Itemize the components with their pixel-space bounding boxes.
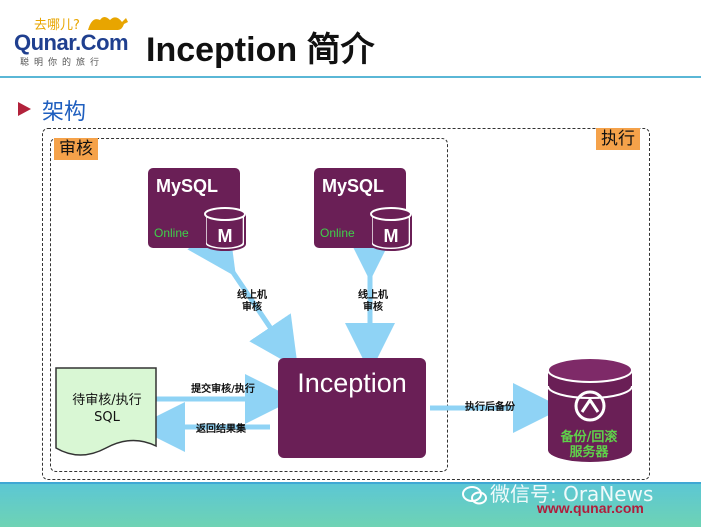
header-divider [0, 76, 701, 78]
edge-label-line: 审核 [242, 302, 262, 313]
exec-region [42, 128, 650, 480]
wechat-icon [462, 486, 487, 505]
logo-tagline: 去哪儿? [34, 18, 80, 33]
sql-document-icon [55, 367, 157, 456]
inception-node: Inception [278, 358, 426, 458]
edge-label-online-audit-1: 线上机 审核 [233, 290, 271, 314]
mysql-node-name: MySQL [156, 176, 219, 196]
edge-label-line: 线上机 [358, 290, 388, 301]
audit-region [50, 138, 448, 472]
arrow-mysql1-inception [187, 221, 298, 369]
page-title: Inception 简介 [146, 31, 375, 69]
edge-label-submit: 提交审核/执行 [191, 384, 255, 395]
mysql-node-1: MySQL Online M [148, 168, 246, 251]
sql-document-label: 待审核/执行 SQL [58, 392, 156, 426]
audit-region-label: 审核 [54, 138, 98, 160]
edge-label-line: 审核 [363, 302, 383, 313]
footer-band [0, 484, 701, 527]
backup-server-line: 服务器 [569, 445, 609, 460]
mysql-node-status: Online [320, 226, 355, 240]
database-icon: M [370, 207, 412, 251]
database-icon: M [204, 207, 246, 251]
sql-document-line: 待审核/执行 [72, 393, 142, 408]
backup-server-label: 备份/回滚 服务器 [546, 430, 632, 460]
edge-label-line: 线上机 [237, 290, 267, 301]
footer-divider [0, 482, 701, 485]
mysql-node-2: MySQL Online M [314, 168, 412, 251]
bullet-triangle-icon [18, 102, 31, 116]
logo-brand: Qunar.Com [14, 30, 129, 55]
mysql-badge: M [218, 226, 233, 246]
section-title: 架构 [42, 100, 87, 125]
footer-url: www.qunar.com [537, 500, 644, 516]
wechat-watermark: 微信号: OraNews [490, 482, 654, 506]
sql-document-line: SQL [94, 410, 120, 425]
mysql-badge: M [384, 226, 399, 246]
backup-server-icon [547, 357, 633, 462]
mysql-node-name: MySQL [322, 176, 385, 196]
edge-label-online-audit-2: 线上机 审核 [354, 290, 392, 314]
exec-region-label: 执行 [596, 128, 640, 150]
gear-icon [574, 390, 606, 422]
logo-slogan: 聪明你的旅行 [20, 58, 105, 68]
camel-logo-icon [88, 17, 128, 30]
backup-server-line: 备份/回滚 [560, 430, 618, 445]
edge-label-backup: 执行后备份 [465, 402, 515, 413]
mysql-node-status: Online [154, 226, 189, 240]
inception-label: Inception [297, 368, 407, 398]
edge-label-return: 返回结果集 [196, 424, 246, 435]
